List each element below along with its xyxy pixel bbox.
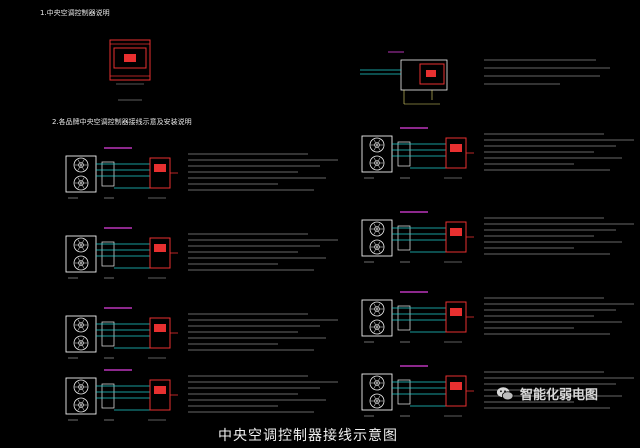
- wiring-block-right-3: [361, 291, 634, 343]
- section-1-heading: 1.中央空调控制器说明: [40, 9, 110, 17]
- left-wiring-blocks: [65, 147, 338, 421]
- top-right-controller: [360, 51, 448, 105]
- diagram-caption: 中央空调控制器接线示意图: [218, 428, 398, 444]
- controller-illustration: [109, 39, 151, 101]
- wiring-block-left-1: [65, 147, 338, 199]
- watermark: 智能化弱电图: [496, 384, 598, 403]
- section-2-heading: 2.各品牌中央空调控制器接线示意及安装说明: [52, 118, 192, 126]
- right-wiring-blocks: [361, 127, 634, 417]
- wechat-logo-icon: [496, 386, 514, 400]
- wiring-block-left-3: [65, 307, 338, 359]
- wiring-block-right-2: [361, 211, 634, 263]
- watermark-text: 智能化弱电图: [520, 388, 599, 403]
- wiring-block-left-4: [65, 369, 338, 421]
- wiring-block-right-1: [361, 127, 634, 179]
- wiring-block-right-4: [361, 365, 634, 417]
- top-right-notes: [484, 59, 610, 85]
- wiring-block-left-2: [65, 227, 338, 279]
